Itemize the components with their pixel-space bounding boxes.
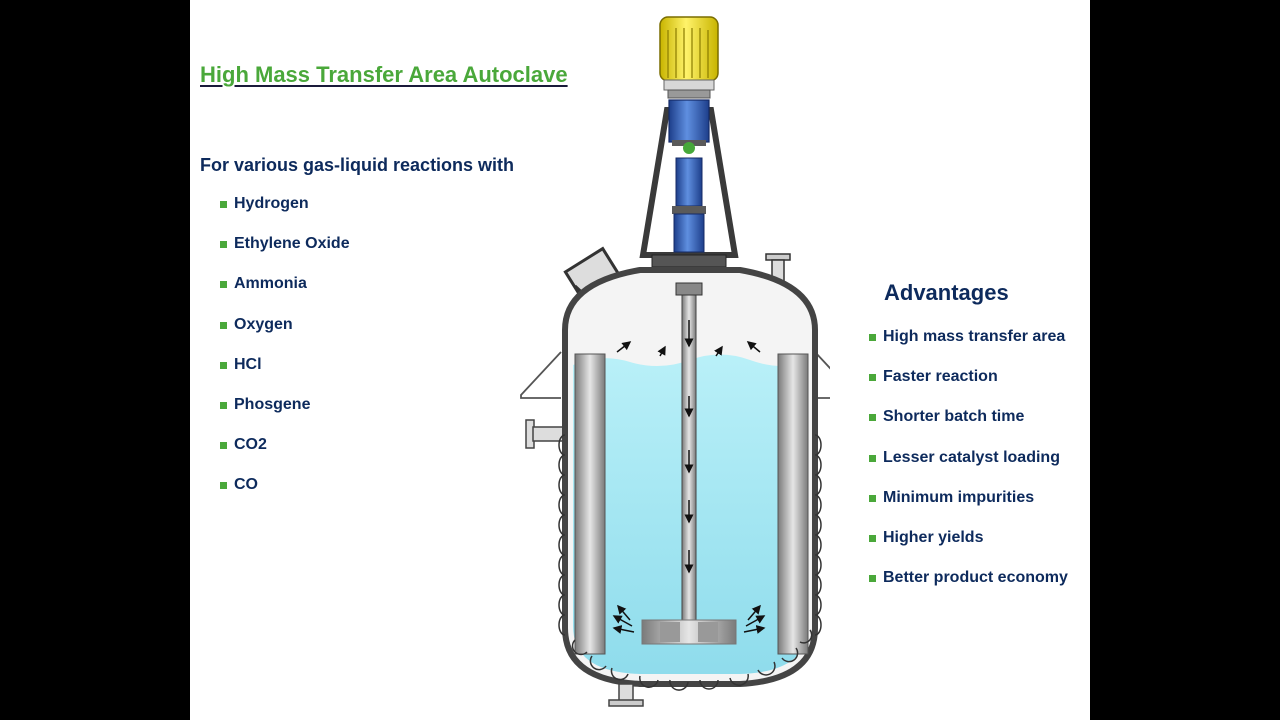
bullet-square-icon xyxy=(220,201,227,208)
bullet-square-icon xyxy=(869,454,876,462)
jacket-coils xyxy=(558,434,822,691)
gas-label: Ammonia xyxy=(234,275,307,293)
gas-label: Ethylene Oxide xyxy=(234,235,350,253)
list-item: Higher yields xyxy=(869,528,1068,568)
impeller-icon xyxy=(641,619,737,645)
list-item: CO xyxy=(220,475,350,515)
gas-label: CO xyxy=(234,476,258,494)
list-item: Minimum impurities xyxy=(869,488,1068,528)
gearbox-icon xyxy=(668,99,710,143)
advantage-label: Shorter batch time xyxy=(883,408,1025,426)
list-item: Phosgene xyxy=(220,395,350,435)
slide-title: High Mass Transfer Area Autoclave xyxy=(200,62,568,87)
advantages-list: High mass transfer area Faster reaction … xyxy=(869,327,1068,608)
list-item: High mass transfer area xyxy=(869,327,1068,367)
list-item: Better product economy xyxy=(869,568,1068,608)
slide: High Mass Transfer Area Autoclave For va… xyxy=(190,0,1090,720)
advantages-title: Advantages xyxy=(884,280,1009,305)
bullet-square-icon xyxy=(220,241,227,249)
list-item: CO2 xyxy=(220,435,350,475)
advantage-label: Faster reaction xyxy=(883,368,998,386)
gas-list: Hydrogen Ethylene Oxide Ammonia Oxygen H… xyxy=(220,194,350,516)
bullet-square-icon xyxy=(869,414,876,422)
flow-arrow-icon xyxy=(612,320,766,634)
list-item: HCl xyxy=(220,355,350,395)
advantage-label: Higher yields xyxy=(883,528,984,546)
advantage-label: High mass transfer area xyxy=(883,328,1066,345)
motor-icon xyxy=(659,16,719,99)
bullet-square-icon xyxy=(869,534,876,542)
advantage-label: Lesser catalyst loading xyxy=(883,448,1060,466)
list-item: Hydrogen xyxy=(220,194,350,234)
list-item: Shorter batch time xyxy=(869,407,1068,447)
gas-label: Phosgene xyxy=(234,395,311,413)
bullet-square-icon xyxy=(220,361,227,369)
baffle-left xyxy=(574,353,606,655)
list-item: Lesser catalyst loading xyxy=(869,448,1068,488)
coupling-icon xyxy=(683,142,695,154)
advantage-label: Minimum impurities xyxy=(883,488,1035,506)
gas-label: Hydrogen xyxy=(234,195,309,212)
bullet-square-icon xyxy=(869,334,876,341)
gas-label: HCl xyxy=(234,355,262,373)
bullet-square-icon xyxy=(869,575,876,583)
bullet-square-icon xyxy=(220,442,227,450)
bullet-square-icon xyxy=(220,281,227,289)
list-item: Ethylene Oxide xyxy=(220,234,350,274)
list-item: Oxygen xyxy=(220,315,350,355)
gas-label: CO2 xyxy=(234,436,267,454)
drive-frame xyxy=(639,99,739,258)
intro-text: For various gas-liquid reactions with xyxy=(200,155,515,175)
advantage-label: Better product economy xyxy=(883,569,1068,587)
list-item: Ammonia xyxy=(220,274,350,314)
gas-label: Oxygen xyxy=(234,315,293,333)
bullet-square-icon xyxy=(869,494,876,502)
bullet-square-icon xyxy=(220,321,227,329)
list-item: Faster reaction xyxy=(869,367,1068,407)
bullet-square-icon xyxy=(220,482,227,490)
bullet-square-icon xyxy=(869,374,876,382)
bullet-square-icon xyxy=(220,401,227,409)
baffle-right xyxy=(777,353,809,655)
autoclave-diagram xyxy=(520,16,830,707)
